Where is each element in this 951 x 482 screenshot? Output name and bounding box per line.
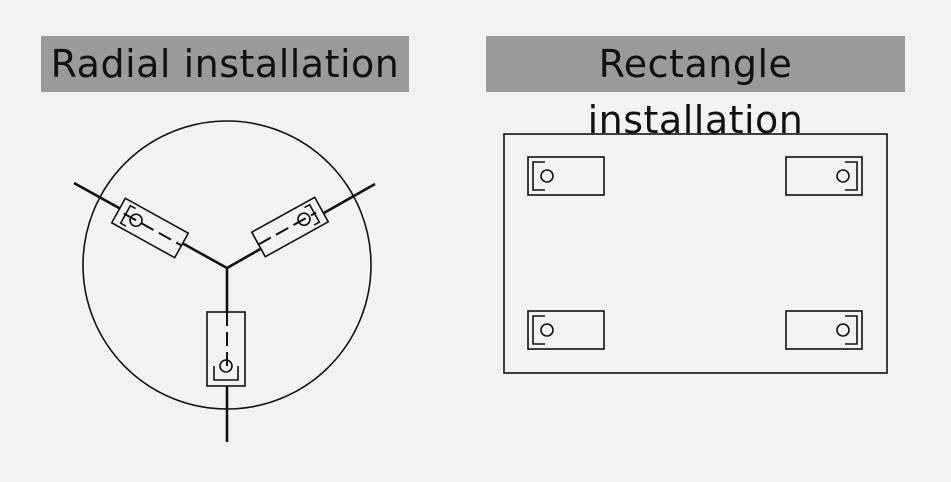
rect-sensor-top-left bbox=[527, 156, 605, 196]
rectangle-outline bbox=[503, 133, 888, 374]
radial-installation-label: Radial installation bbox=[41, 36, 409, 92]
radial-sensor-bottom bbox=[206, 311, 246, 387]
rectangle-diagram bbox=[503, 133, 888, 374]
radial-sensor-left bbox=[110, 197, 190, 259]
rect-sensor-bottom-left bbox=[527, 310, 605, 350]
rect-sensor-top-right bbox=[785, 156, 863, 196]
rect-sensor-bottom-right bbox=[785, 310, 863, 350]
radial-diagram bbox=[73, 120, 376, 442]
radial-sensor-right bbox=[250, 196, 330, 258]
